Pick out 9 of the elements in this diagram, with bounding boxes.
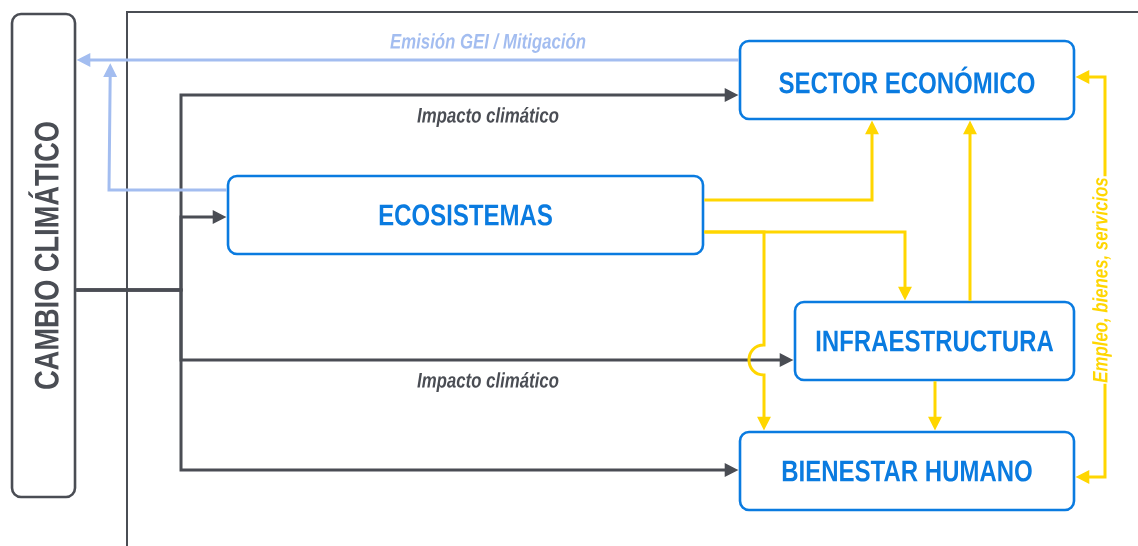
process-box: ECOSISTEMAS	[226, 174, 705, 256]
edge-label: Emisión GEI / Mitigación	[389, 32, 587, 54]
process-box: INFRAESTRUCTURA	[793, 300, 1076, 382]
process-box: SECTOR ECONÓMICO	[738, 39, 1076, 121]
edge-label: Impacto climático	[416, 106, 560, 128]
process-box: BIENESTAR HUMANO	[738, 430, 1076, 512]
label-box: CAMBIO CLIMÁTICO	[10, 12, 77, 499]
edge-label: Empleo, bienes, servicios	[1091, 176, 1113, 384]
edge-label: Impacto climático	[416, 371, 560, 393]
